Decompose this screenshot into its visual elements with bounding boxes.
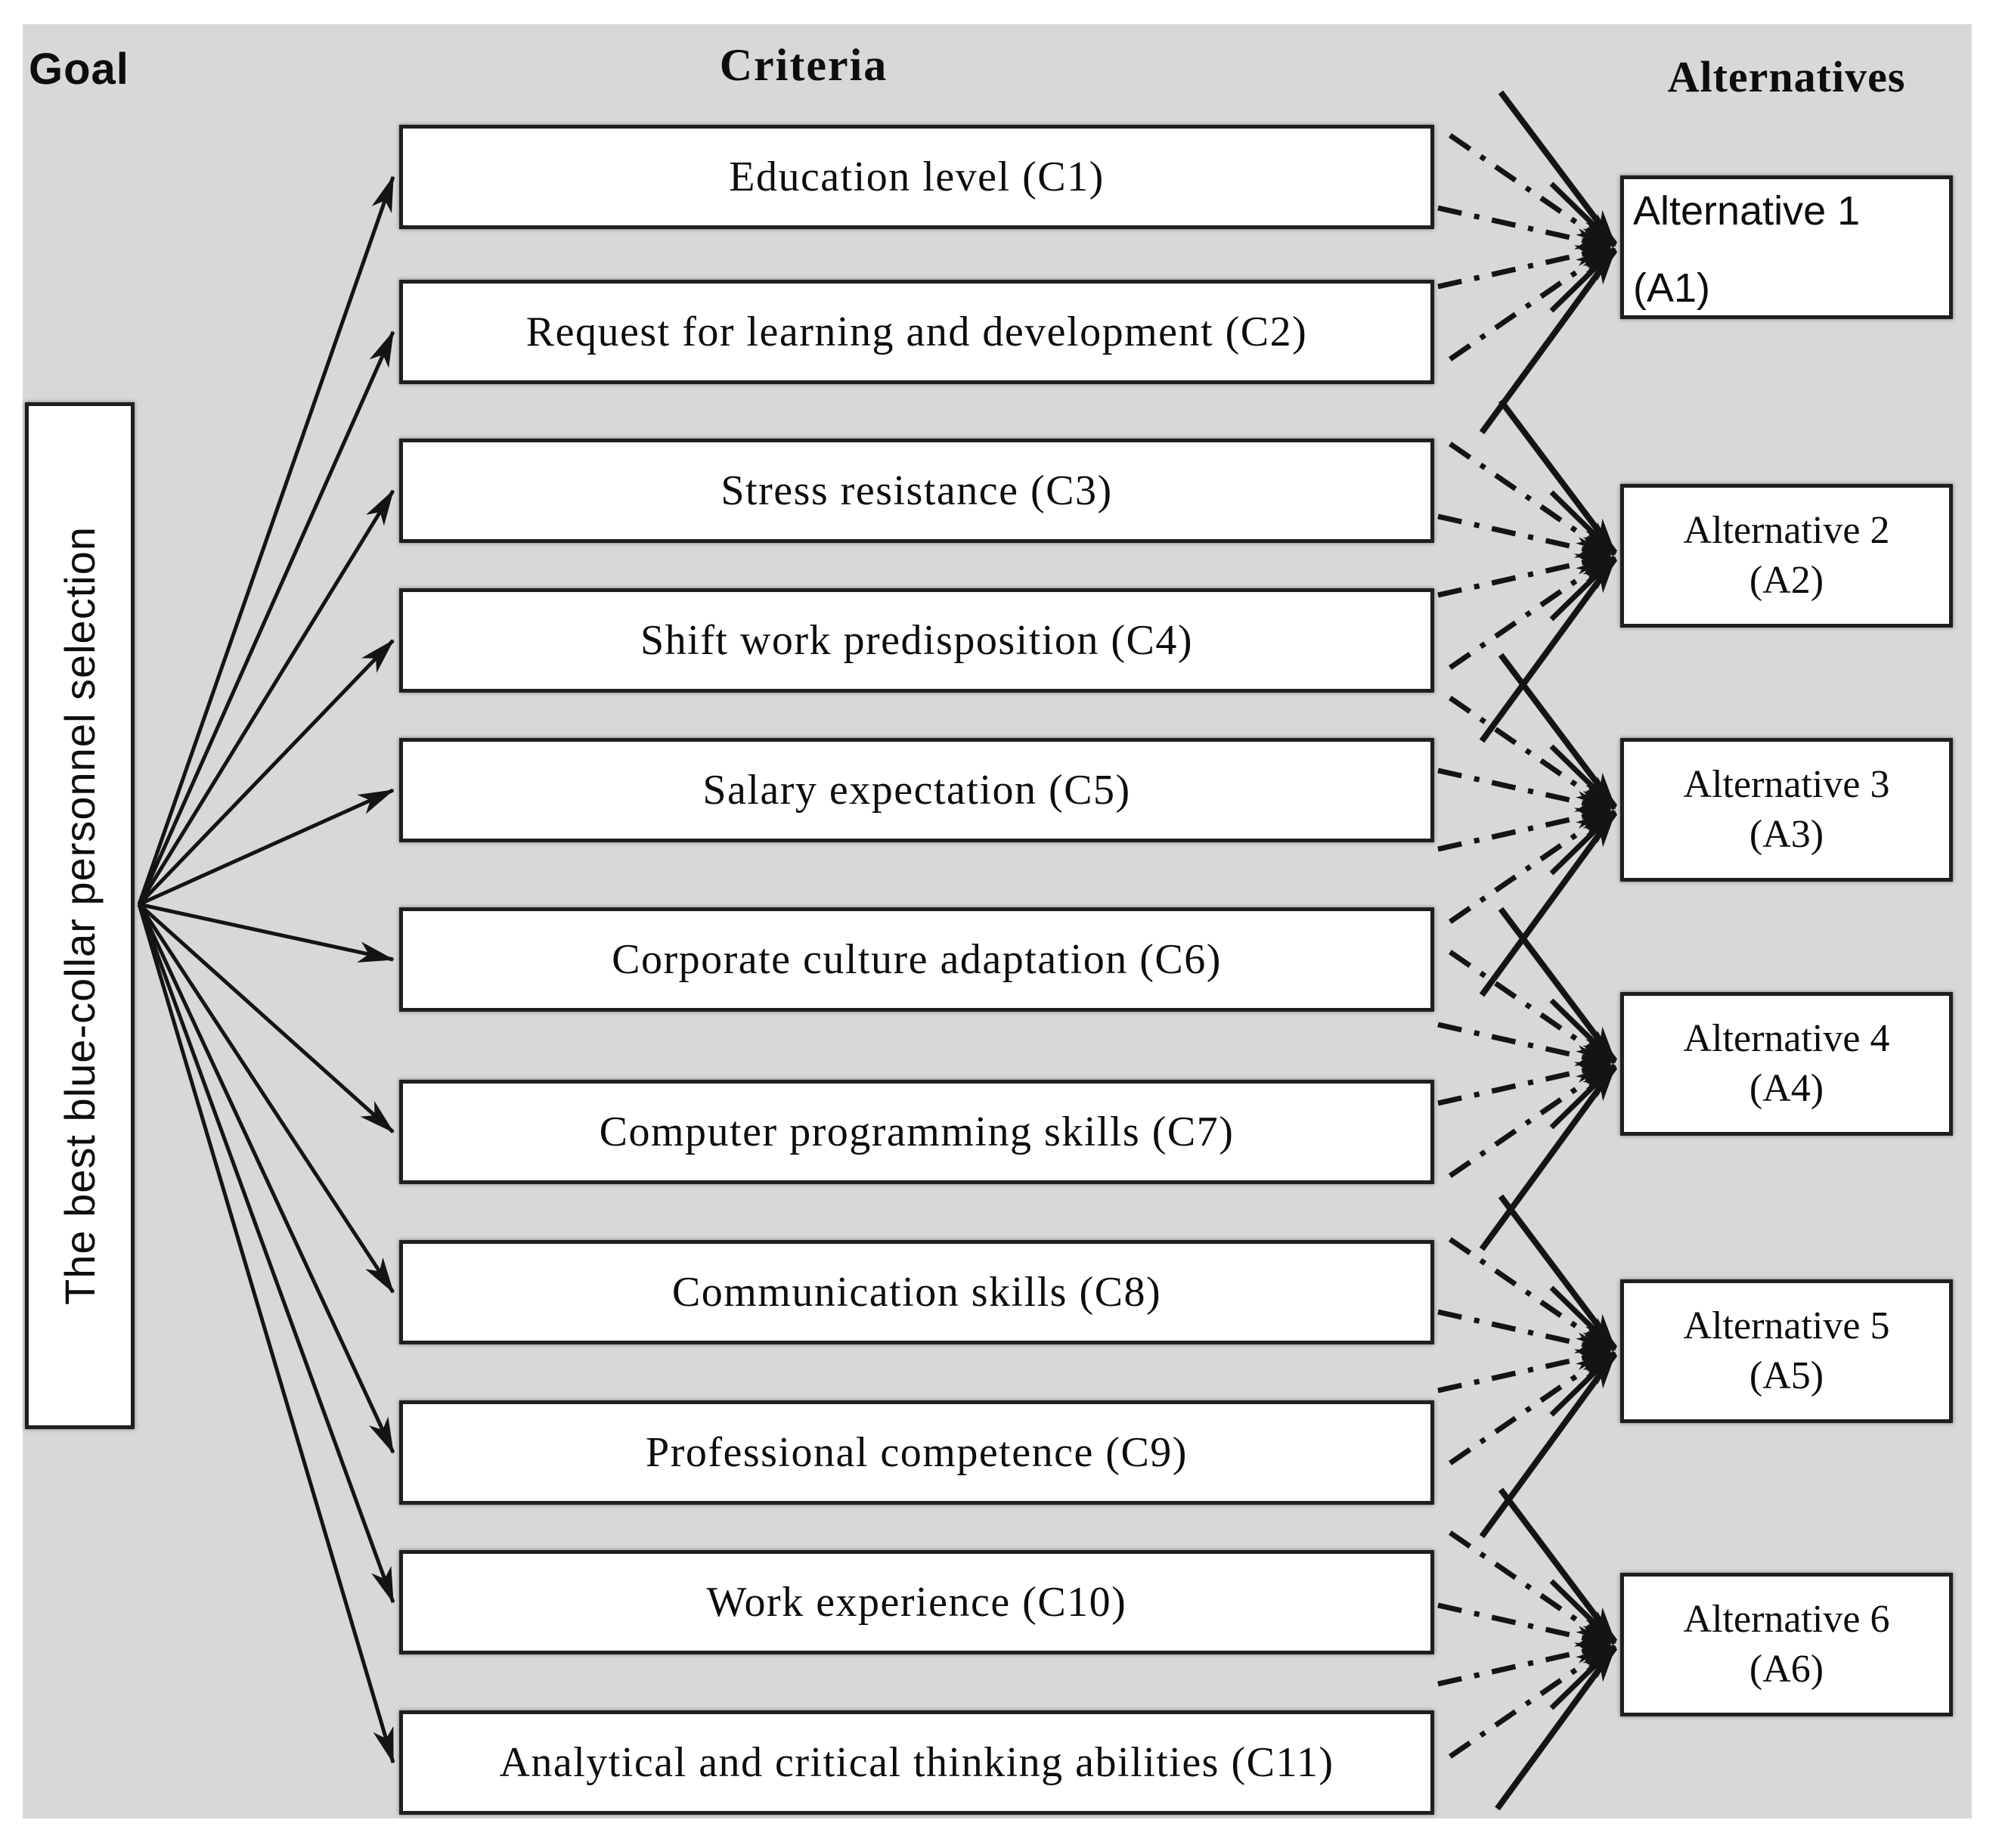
criteria-box-label: Education level (C1) bbox=[729, 153, 1105, 200]
alternative-box-A2: Alternative 2 (A2) bbox=[1620, 484, 1953, 628]
goal-arrow-C2 bbox=[137, 330, 395, 906]
goal-arrow-C3 bbox=[137, 489, 395, 906]
criteria-box-label: Analytical and critical thinking abiliti… bbox=[499, 1739, 1334, 1786]
alternative-box-label: Alternative 3 bbox=[1683, 763, 1890, 806]
goal-arrow-C6 bbox=[138, 902, 395, 963]
criteria-box-C9: Professional competence (C9) bbox=[399, 1400, 1434, 1505]
goal-box-label: The best blue-collar personnel selection bbox=[56, 526, 104, 1305]
alternative-box-A6: Alternative 6 (A6) bbox=[1620, 1573, 1953, 1716]
criteria-box-C8: Communication skills (C8) bbox=[399, 1240, 1434, 1344]
fan-A5 bbox=[1437, 1194, 1618, 1539]
criteria-box-label: Salary expectation (C5) bbox=[702, 767, 1131, 814]
fan-A1 bbox=[1437, 90, 1618, 435]
alternative-box-label: Alternative 6 bbox=[1683, 1598, 1890, 1641]
fan-A3-dashdot-1 bbox=[1449, 696, 1612, 811]
fan-A4-dashdot-4 bbox=[1449, 1063, 1612, 1178]
alternative-box-code: (A3) bbox=[1749, 813, 1824, 856]
alternative-box-A4: Alternative 4 (A4) bbox=[1620, 992, 1953, 1136]
goal-column-header: Goal bbox=[29, 45, 129, 94]
criteria-box-C10: Work experience (C10) bbox=[399, 1550, 1434, 1654]
criteria-box-C4: Shift work predisposition (C4) bbox=[399, 588, 1434, 693]
fan-A4-whisker-upper bbox=[1549, 998, 1617, 1065]
fan-A4-whisker-lower bbox=[1549, 1063, 1617, 1130]
fan-A6 bbox=[1437, 1487, 1618, 1811]
alternative-box-code: (A2) bbox=[1749, 559, 1824, 602]
criteria-box-label: Request for learning and development (C2… bbox=[525, 309, 1308, 355]
fan-A5-dashdot-1 bbox=[1449, 1237, 1612, 1352]
criteria-box-label: Shift work predisposition (C4) bbox=[640, 617, 1193, 664]
fan-A4-dashdot-1 bbox=[1449, 950, 1612, 1065]
goal-arrow-C5 bbox=[138, 788, 395, 907]
alternative-box-A3: Alternative 3 (A3) bbox=[1620, 738, 1953, 882]
fan-A6-whisker-lower bbox=[1549, 1644, 1617, 1710]
goal-arrow-C11 bbox=[137, 904, 395, 1764]
fan-A4-solid-lower bbox=[1479, 1065, 1618, 1251]
criteria-box-C3: Stress resistance (C3) bbox=[399, 439, 1434, 543]
criteria-box-label: Computer programming skills (C7) bbox=[599, 1108, 1235, 1155]
fan-A1-dashdot-1 bbox=[1449, 133, 1612, 248]
goal-arrow-C10 bbox=[137, 904, 395, 1604]
criteria-box-C11: Analytical and critical thinking abiliti… bbox=[399, 1710, 1434, 1815]
alternative-box-A5: Alternative 5 (A5) bbox=[1620, 1279, 1953, 1423]
alternative-box-A1: Alternative 1 (A1) bbox=[1620, 175, 1953, 319]
fan-A5-whisker-upper bbox=[1549, 1285, 1617, 1352]
criteria-box-C5: Salary expectation (C5) bbox=[399, 738, 1434, 842]
fan-A6-whisker-upper bbox=[1549, 1579, 1617, 1645]
alternative-box-code: (A5) bbox=[1749, 1354, 1824, 1397]
goal-to-criteria-arrows bbox=[137, 175, 395, 1764]
alternative-box-label: Alternative 5 bbox=[1683, 1304, 1890, 1347]
alternative-box-label: Alternative 1 bbox=[1633, 188, 1861, 234]
fan-A6-solid-upper bbox=[1498, 1487, 1618, 1644]
criteria-to-alternative-arrows bbox=[1437, 90, 1618, 1811]
alternative-box-code: (A6) bbox=[1749, 1648, 1824, 1691]
fan-A2-whisker-upper bbox=[1549, 490, 1617, 557]
alternative-box-code: (A1) bbox=[1633, 265, 1711, 311]
fan-A1-whisker-upper bbox=[1549, 181, 1617, 248]
fan-A3-solid-lower bbox=[1479, 811, 1618, 997]
fan-A2 bbox=[1437, 398, 1618, 743]
goal-arrow-C1 bbox=[137, 175, 395, 905]
alternative-box-label: Alternative 4 bbox=[1683, 1017, 1890, 1060]
criteria-box-C2: Request for learning and development (C2… bbox=[399, 280, 1434, 384]
criteria-column-header: Criteria bbox=[719, 40, 888, 90]
fan-A5-whisker-lower bbox=[1549, 1350, 1617, 1417]
fan-A5-dashdot-4 bbox=[1449, 1350, 1612, 1465]
fan-A2-whisker-lower bbox=[1549, 555, 1617, 622]
fan-A4-solid-upper bbox=[1498, 907, 1618, 1063]
fan-A1-whisker-lower bbox=[1549, 247, 1617, 313]
fan-A6-dashdot-4 bbox=[1449, 1644, 1612, 1759]
criteria-box-label: Work experience (C10) bbox=[706, 1579, 1127, 1626]
fan-A1-dashdot-4 bbox=[1449, 247, 1612, 361]
fan-A6-dashdot-1 bbox=[1449, 1530, 1612, 1645]
fan-A2-dashdot-4 bbox=[1449, 555, 1612, 670]
goal-arrow-C8 bbox=[137, 903, 395, 1294]
criteria-box-C7: Computer programming skills (C7) bbox=[399, 1080, 1434, 1184]
fan-A6-solid-lower bbox=[1495, 1645, 1618, 1811]
alternatives-column-header: Alternatives bbox=[1667, 52, 1906, 101]
fan-A5-solid-lower bbox=[1479, 1352, 1618, 1539]
fan-A2-solid-lower bbox=[1479, 557, 1618, 743]
criteria-box-label: Communication skills (C8) bbox=[671, 1269, 1162, 1316]
fan-A3-solid-upper bbox=[1498, 653, 1618, 809]
criteria-box-C6: Corporate culture adaptation (C6) bbox=[399, 907, 1434, 1012]
goal-arrow-C9 bbox=[137, 903, 395, 1454]
criteria-box-label: Stress resistance (C3) bbox=[721, 467, 1113, 514]
fan-A3-whisker-upper bbox=[1549, 744, 1617, 811]
goal-box: The best blue-collar personnel selection bbox=[25, 402, 135, 1429]
fan-A3-whisker-lower bbox=[1549, 809, 1617, 876]
goal-arrow-C7 bbox=[138, 903, 395, 1133]
fan-A4 bbox=[1437, 907, 1618, 1251]
fan-A2-dashdot-1 bbox=[1449, 442, 1612, 557]
alternative-box-code: (A4) bbox=[1749, 1067, 1824, 1110]
fan-A5-solid-upper bbox=[1498, 1194, 1618, 1350]
fan-A1-solid-upper bbox=[1498, 90, 1618, 247]
alternative-box-label: Alternative 2 bbox=[1683, 509, 1890, 552]
criteria-box-C1: Education level (C1) bbox=[399, 125, 1434, 229]
criteria-box-label: Professional competence (C9) bbox=[646, 1429, 1188, 1476]
criteria-box-label: Corporate culture adaptation (C6) bbox=[612, 936, 1222, 983]
fan-A2-solid-upper bbox=[1498, 398, 1618, 555]
fan-A3-dashdot-4 bbox=[1449, 809, 1612, 924]
fan-A3 bbox=[1437, 653, 1618, 997]
goal-arrow-C4 bbox=[138, 639, 395, 906]
